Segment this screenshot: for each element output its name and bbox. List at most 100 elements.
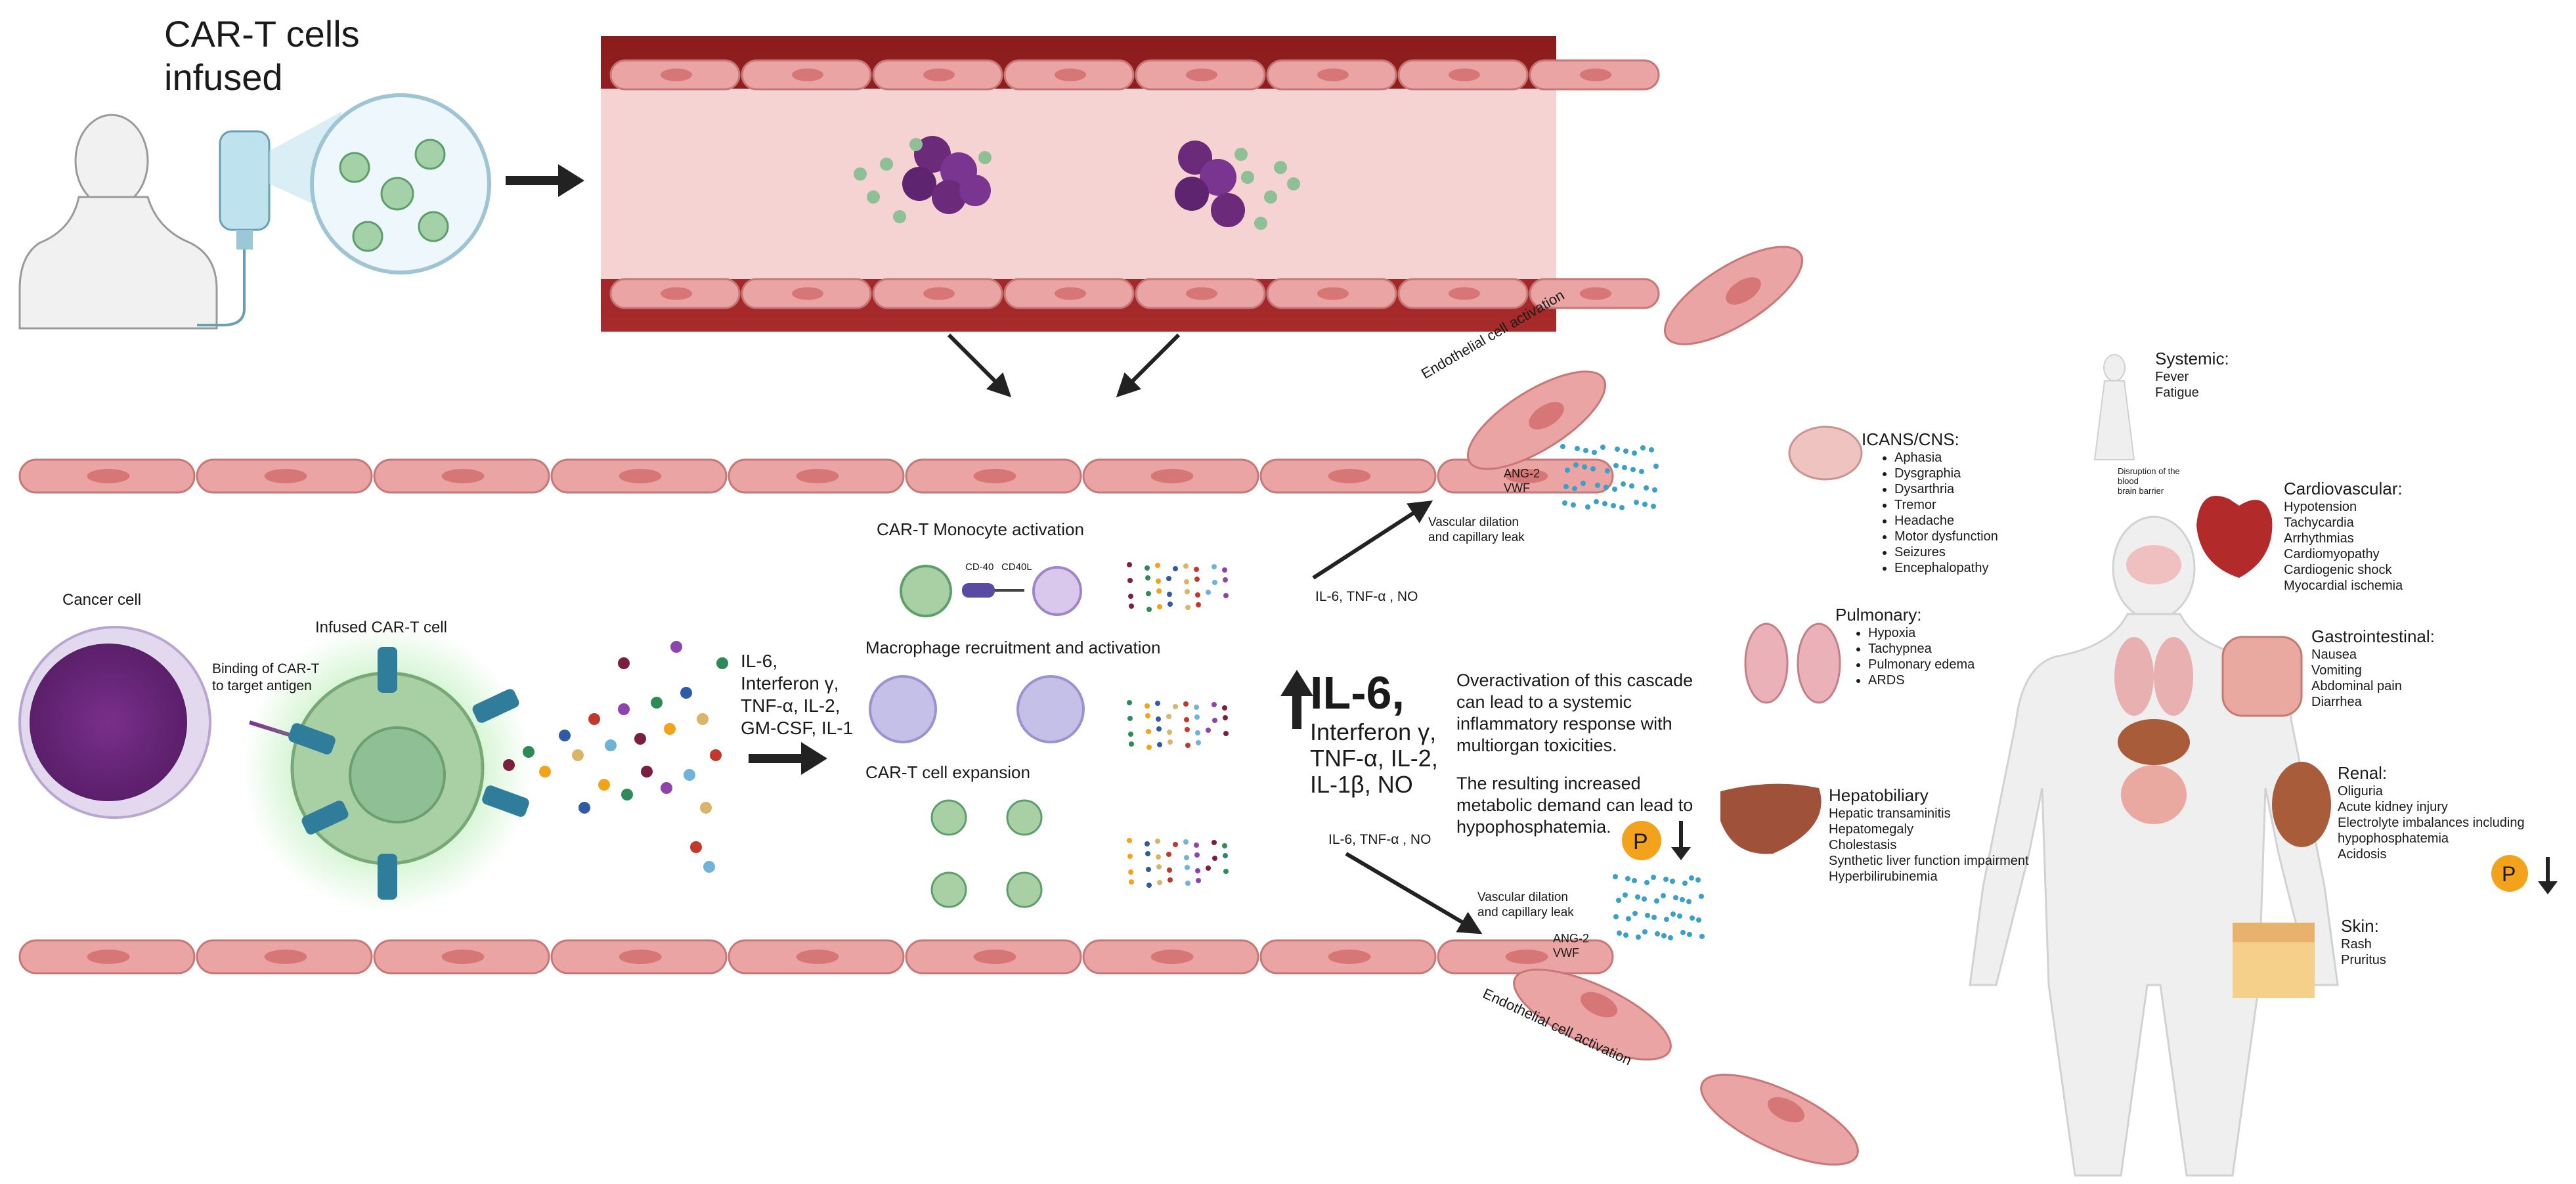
cytokine-dot bbox=[1145, 565, 1150, 571]
leak-dot bbox=[1571, 502, 1576, 508]
leak-dot bbox=[1572, 486, 1577, 491]
leak-label-top: Vascular dilation and capillary leak bbox=[1428, 515, 1525, 545]
metabolic-1: The resulting increased bbox=[1456, 774, 1641, 793]
endothelial-nucleus bbox=[1055, 287, 1086, 300]
systemic-block: Systemic: Fever Fatigue bbox=[2155, 349, 2229, 401]
cytokine-dot bbox=[1155, 701, 1160, 706]
renal-item: Electrolyte imbalances including bbox=[2338, 815, 2525, 830]
leak-dot bbox=[1687, 932, 1692, 937]
leak-dot bbox=[1689, 875, 1694, 881]
cytokine-dot bbox=[1156, 726, 1162, 732]
cart-receptors bbox=[288, 647, 529, 900]
cytokine-dot bbox=[1127, 562, 1132, 567]
gastrointestinal-item: Diarrhea bbox=[2311, 694, 2362, 709]
phosphate-symbol-1: P bbox=[1633, 829, 1648, 854]
leak-dot bbox=[1622, 465, 1627, 470]
lungs-icon bbox=[1744, 623, 1841, 704]
cytokine-dot bbox=[1223, 577, 1228, 582]
ang2-vwf-top: ANG-2 VWF bbox=[1504, 466, 1540, 495]
cytokine-dot bbox=[1146, 729, 1151, 734]
cytokine-dot bbox=[1185, 589, 1190, 594]
endothelial-nucleus bbox=[792, 287, 823, 300]
cytokine-list: IL-6, Interferon γ, TNF-α, IL-2, GM-CSF,… bbox=[741, 650, 853, 739]
amplified-2: TNF-α, IL-2, bbox=[1310, 745, 1438, 772]
leak-dot bbox=[1664, 917, 1669, 922]
leak-dot bbox=[1686, 899, 1692, 904]
hepatobiliary-title: Hepatobiliary bbox=[1829, 785, 1929, 805]
cart-nucleus bbox=[349, 726, 446, 823]
gastrointestinal-block: Gastrointestinal: Nausea Vomiting Abdomi… bbox=[2311, 626, 2435, 710]
leak-dot bbox=[1640, 445, 1646, 450]
leak-dot bbox=[1621, 481, 1626, 487]
leak-dot bbox=[1661, 893, 1666, 898]
cytokine-dot bbox=[1194, 843, 1199, 848]
cytokine-dot bbox=[1196, 740, 1201, 745]
leak-dot bbox=[1655, 931, 1660, 936]
vwf-bottom: VWF bbox=[1553, 946, 1579, 959]
endothelial-nucleus bbox=[1449, 287, 1480, 300]
cytokine-dot bbox=[1157, 880, 1162, 885]
cytokine-dot bbox=[618, 657, 630, 669]
icans-item: Aphasia bbox=[1894, 450, 1998, 466]
leak-dot bbox=[1573, 462, 1579, 468]
cytokine-dot bbox=[1195, 592, 1200, 598]
systemic-title: Systemic: bbox=[2155, 349, 2229, 368]
overactivation-3: inflammatory response with bbox=[1456, 714, 1672, 734]
leak-dot bbox=[1680, 930, 1686, 935]
cytokine-dot bbox=[1145, 713, 1150, 718]
renal-item: Acidosis bbox=[2338, 846, 2387, 862]
cytokines-small-bottom: IL-6, TNF-α , NO bbox=[1328, 832, 1431, 847]
cytokine-dot bbox=[523, 746, 535, 758]
cytokine-dot bbox=[1128, 869, 1133, 875]
cytokine-dot bbox=[579, 802, 590, 814]
cytokine-dot bbox=[1184, 717, 1189, 722]
icans-item: Seizures bbox=[1894, 544, 1998, 560]
infusion-title-line1: CAR-T cells bbox=[164, 13, 360, 55]
cytokine-dot bbox=[700, 802, 712, 814]
il6-headline: IL-6, bbox=[1310, 667, 1405, 718]
endothelial-nucleus bbox=[619, 950, 662, 964]
cart-zoom-circle bbox=[310, 93, 491, 274]
endothelial-nucleus bbox=[973, 469, 1016, 483]
cytokine-dot bbox=[1168, 877, 1173, 883]
infusion-title-line2: infused bbox=[164, 56, 283, 98]
leak-dot bbox=[1690, 915, 1695, 921]
cytokine-dot bbox=[1145, 841, 1150, 846]
endothelial-nucleus bbox=[1580, 68, 1611, 81]
leak-dot bbox=[1634, 500, 1639, 505]
overactivation-2: can lead to a systemic bbox=[1456, 692, 1632, 712]
cytokine-dot bbox=[1157, 742, 1162, 747]
leak-dot bbox=[1632, 878, 1637, 883]
cardiovascular-item: Cardiogenic shock bbox=[2284, 562, 2392, 577]
cytokines-small-top: IL-6, TNF-α , NO bbox=[1315, 589, 1418, 604]
cytokine-dot bbox=[1146, 591, 1151, 596]
leak-dot bbox=[1612, 487, 1617, 492]
cytokine-dot bbox=[1128, 732, 1133, 737]
cytokine-dot bbox=[1129, 741, 1134, 747]
cytokine-dot bbox=[1166, 852, 1171, 857]
endothelial-nucleus bbox=[1449, 68, 1480, 81]
hepatobiliary-item: Hepatic transaminitis bbox=[1829, 806, 1951, 821]
leak-dot bbox=[1613, 874, 1618, 879]
leak-dot bbox=[1616, 898, 1621, 903]
cytokine-dot bbox=[710, 749, 722, 761]
binding-label-2: to target antigen bbox=[212, 678, 312, 693]
leak-dot bbox=[1560, 444, 1565, 449]
endothelial-nucleus bbox=[1150, 469, 1194, 483]
hepatobiliary-item: Cholestasis bbox=[1829, 837, 1897, 852]
phosphate-symbol-2: P bbox=[2502, 862, 2516, 886]
leak-dot bbox=[1619, 505, 1625, 510]
leak-dot bbox=[1613, 463, 1619, 468]
cytokine-dot bbox=[1167, 592, 1172, 597]
cytokine-dot bbox=[1127, 700, 1132, 705]
cancer-cell bbox=[30, 644, 187, 801]
cytokine-dot bbox=[1167, 867, 1172, 873]
top-blood-vessel bbox=[601, 36, 1660, 332]
cytokine-dot bbox=[634, 733, 646, 745]
gastrointestinal-item: Vomiting bbox=[2311, 663, 2362, 678]
leak-top-1: Vascular dilation bbox=[1428, 515, 1519, 529]
icans-item: Headache bbox=[1894, 513, 1998, 529]
leak-dot bbox=[1680, 897, 1685, 902]
leak-dot bbox=[1651, 504, 1656, 509]
cardiovascular-item: Hypotension bbox=[2284, 499, 2357, 514]
